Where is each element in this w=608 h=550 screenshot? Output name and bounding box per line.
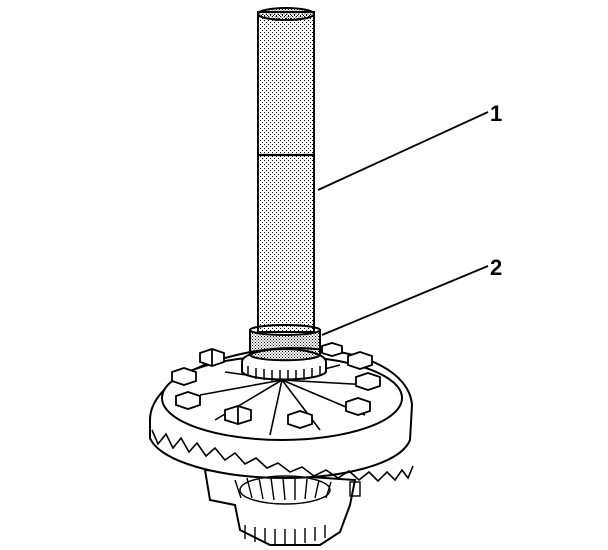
bolt-9 [321, 342, 343, 357]
bolt-7 [355, 372, 381, 391]
case-bolts [171, 342, 381, 429]
callout-2-leader [321, 265, 489, 336]
bolt-3 [175, 391, 201, 410]
ring-gear-teeth [151, 429, 414, 483]
bolt-5 [287, 410, 313, 429]
callout-1: 1 [317, 101, 502, 191]
callout-2: 2 [321, 255, 502, 336]
bolt-2 [171, 367, 197, 386]
bolt-4 [224, 405, 252, 425]
bolt-8 [347, 351, 373, 370]
callout-1-leader [317, 111, 489, 191]
callout-1-number: 1 [490, 101, 502, 126]
callout-2-number: 2 [490, 255, 502, 280]
differential-case [149, 346, 414, 546]
bolt-1 [199, 348, 225, 367]
bolt-6 [345, 397, 371, 416]
side-gear-teeth [234, 475, 361, 544]
installer-tool [249, 7, 321, 362]
